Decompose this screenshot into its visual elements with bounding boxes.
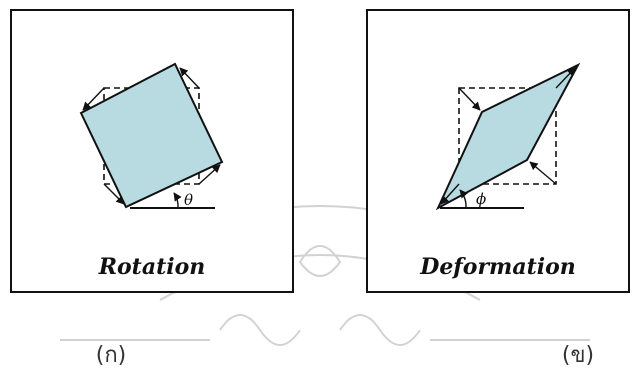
sheared-rhombus xyxy=(435,62,581,211)
sub-label-b: (ข) xyxy=(562,343,594,368)
panel-caption: Deformation xyxy=(419,254,576,280)
original-square-outline xyxy=(458,87,557,185)
sub-label-a: (ก) xyxy=(96,343,127,368)
deformation-arrows xyxy=(440,67,576,205)
angle-arc xyxy=(459,189,469,209)
angle-arc xyxy=(173,192,182,209)
panel-rotation: θ Rotation xyxy=(10,9,294,293)
angle-label-phi: ϕ xyxy=(476,190,486,208)
panel-deformation: ϕ Deformation xyxy=(366,9,630,293)
panel-frame xyxy=(366,9,630,293)
rotated-square xyxy=(79,62,224,209)
panel-caption: Rotation xyxy=(98,254,206,280)
rotation-arrows xyxy=(82,67,221,205)
angle-label-theta: θ xyxy=(184,191,193,209)
